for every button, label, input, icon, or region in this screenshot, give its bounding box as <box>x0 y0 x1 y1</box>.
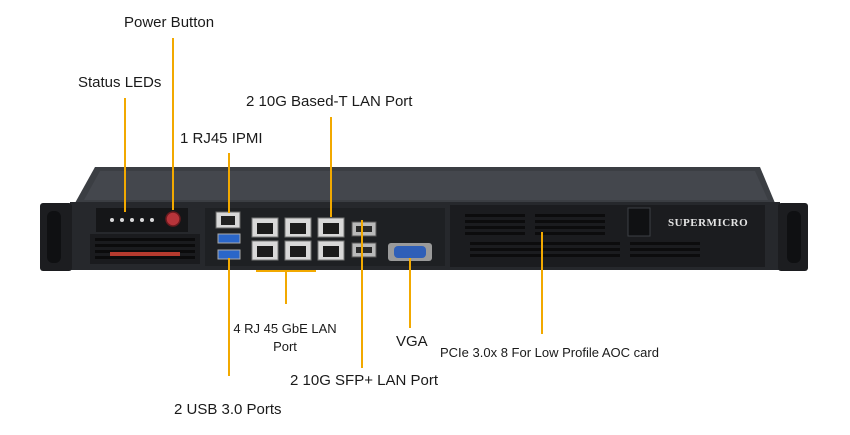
label-pcie: PCIe 3.0x 8 For Low Profile AOC card <box>440 345 659 360</box>
status-led-group <box>110 218 154 222</box>
label-gbe-lan: 4 RJ 45 GbE LAN Port <box>228 320 342 356</box>
pcie-bracket-vents <box>465 214 700 257</box>
callout-line-usb <box>228 258 230 376</box>
callout-line-pcie <box>541 232 543 334</box>
callout-line-10g-baset <box>330 117 332 217</box>
sfp-cage-block <box>351 221 377 258</box>
pcie-bracket-clip <box>627 207 651 237</box>
brand-logo: SUPERMICRO <box>668 217 748 229</box>
callout-line-gbe <box>285 270 287 304</box>
label-power-button: Power Button <box>124 14 215 31</box>
callout-line-vga <box>409 258 411 328</box>
vga-port-shape <box>388 243 432 261</box>
label-10g-baset: 2 10G Based-T LAN Port <box>246 93 413 110</box>
gbe-port-block <box>251 217 312 261</box>
label-vga: VGA <box>396 333 428 350</box>
usb-port-upper <box>217 233 241 244</box>
label-usb: 2 USB 3.0 Ports <box>174 401 282 418</box>
label-sfp: 2 10G SFP+ LAN Port <box>290 372 438 389</box>
callout-line-sfp <box>361 220 363 368</box>
callout-line-status-leds <box>124 98 126 212</box>
label-gbe-lan-line1: 4 RJ 45 GbE LAN <box>233 321 337 336</box>
baset-port-block <box>317 217 345 261</box>
label-ipmi: 1 RJ45 IPMI <box>180 130 263 147</box>
callout-line-ipmi <box>228 153 230 213</box>
callout-line-power-button <box>172 38 174 210</box>
label-status-leds: Status LEDs <box>78 74 162 91</box>
label-gbe-lan-line2: Port <box>273 339 297 354</box>
power-button-shape <box>165 211 181 227</box>
